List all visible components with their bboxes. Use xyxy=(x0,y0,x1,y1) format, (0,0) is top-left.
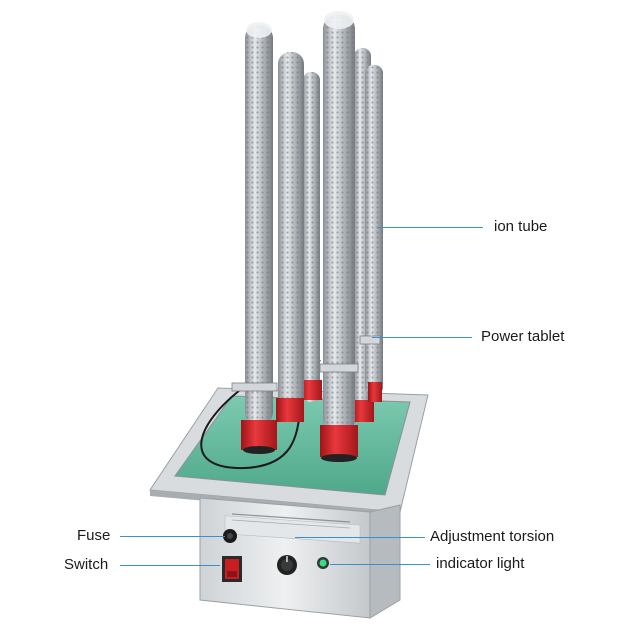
adjustment-knob[interactable] xyxy=(277,555,297,575)
ion-tube-leader xyxy=(378,227,483,228)
fuse-leader xyxy=(120,536,225,537)
ion-tube xyxy=(300,72,322,402)
ion-tube xyxy=(320,11,358,462)
power-tablet-label: Power tablet xyxy=(481,328,565,345)
ion-tube-label: ion tube xyxy=(494,218,548,235)
indicator-light-label: indicator light xyxy=(436,555,525,572)
ion-tube xyxy=(241,22,277,454)
power-tablet xyxy=(231,335,381,392)
switch-leader xyxy=(120,565,220,566)
adjustment-torsion-leader xyxy=(295,537,425,538)
power-switch[interactable] xyxy=(222,556,242,582)
fuse-holder[interactable] xyxy=(223,529,237,543)
indicator-light xyxy=(317,557,329,569)
switch-label: Switch xyxy=(64,556,109,573)
power-tablet-leader xyxy=(372,337,472,338)
fuse-label: Fuse xyxy=(77,527,111,544)
ion-tube xyxy=(276,52,304,422)
ion-tube xyxy=(365,65,383,402)
indicator-light-leader xyxy=(330,564,430,565)
adjustment-torsion-label: Adjustment torsion xyxy=(430,528,555,545)
